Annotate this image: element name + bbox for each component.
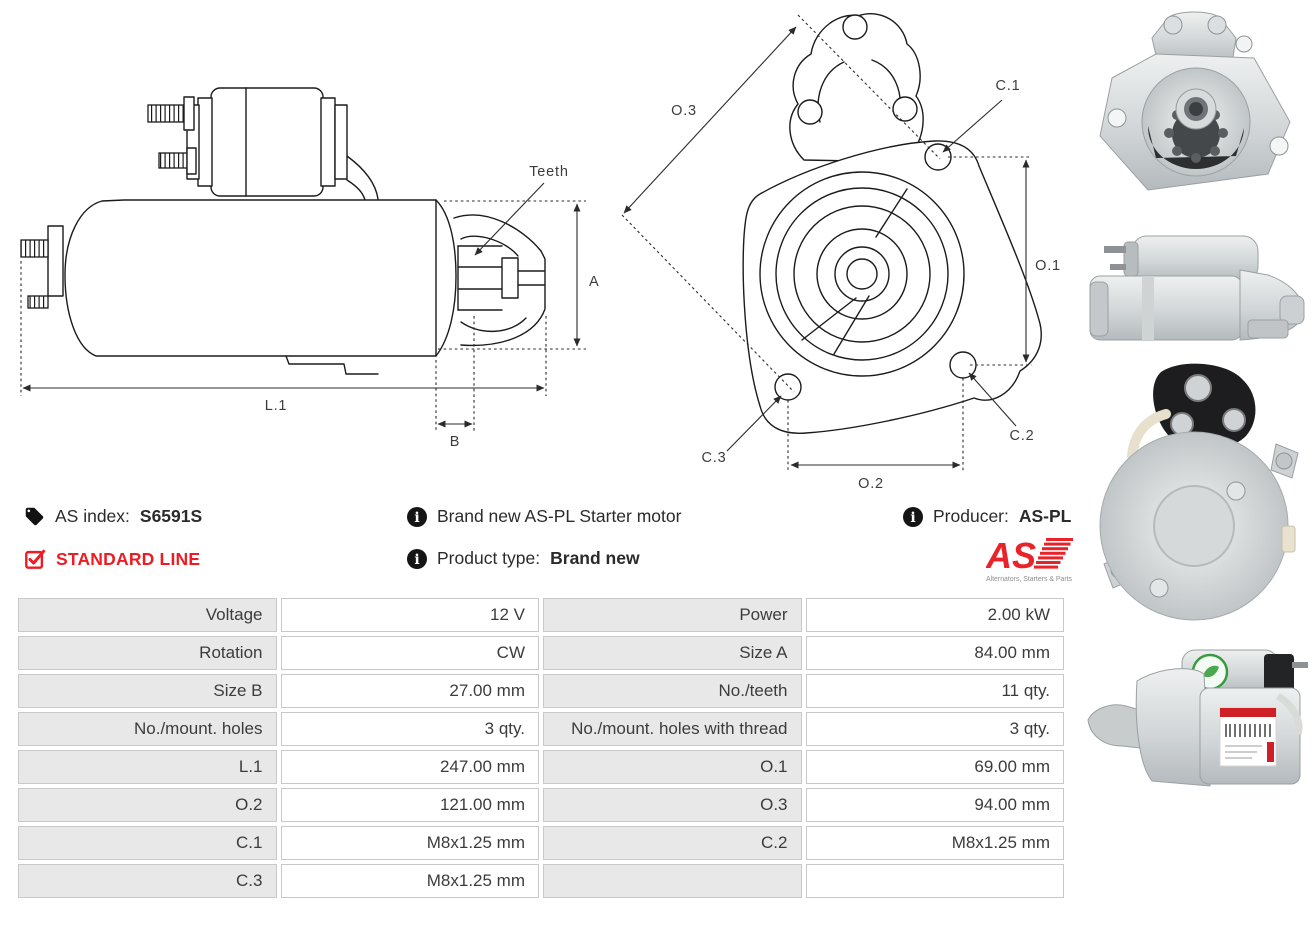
spec-label-cell: No./teeth — [543, 674, 802, 708]
logo-text: AS — [986, 535, 1036, 576]
logo-tagline: Alternators, Starters & Parts — [986, 574, 1072, 583]
checked-checkbox-icon — [25, 549, 46, 569]
product-type-value: Brand new — [550, 548, 640, 568]
front-view-dimensions: O.3 C.1 O.1 C.2 O.2 C.3 — [621, 14, 1061, 492]
motor-body-outline — [20, 199, 437, 375]
spec-label-cell: No./mount. holes — [18, 712, 277, 746]
as-index-line: AS index: S6591S — [24, 506, 202, 527]
spec-value-cell: M8x1.25 mm — [280, 826, 539, 860]
product-type-line: i Product type: Brand new — [407, 548, 640, 569]
spec-label-cell — [543, 864, 802, 898]
dim-label-teeth: Teeth — [529, 164, 568, 180]
spec-value-cell: 247.00 mm — [280, 750, 539, 784]
standard-line-label: STANDARD LINE — [56, 548, 201, 569]
spec-label-cell: O.2 — [18, 788, 277, 822]
spec-value-cell: CW — [280, 636, 539, 670]
as-pl-logo: AS Alternators, Starters & Parts — [986, 535, 1073, 583]
spec-value-cell: 121.00 mm — [280, 788, 539, 822]
spec-label-cell: C.1 — [18, 826, 277, 860]
product-photo-rear[interactable] — [1086, 358, 1304, 630]
product-type-label: Product type: — [437, 548, 541, 568]
solenoid-outline — [147, 87, 379, 201]
spec-label-cell: Size A — [543, 636, 802, 670]
spec-label-cell: Voltage — [18, 598, 277, 632]
mounting-flange-outline — [742, 140, 1042, 434]
producer-label: Producer: — [933, 506, 1009, 526]
top-bracket-outline — [789, 13, 924, 163]
spec-label-cell: L.1 — [18, 750, 277, 784]
dim-label-b: B — [450, 434, 460, 450]
dim-label-a: A — [589, 274, 599, 290]
spec-label-cell: O.1 — [543, 750, 802, 784]
spec-value-cell: 27.00 mm — [280, 674, 539, 708]
product-photo-front[interactable] — [1086, 6, 1304, 212]
drive-end-outline — [435, 199, 546, 357]
info-icon: i — [407, 506, 427, 527]
svg-text:i: i — [910, 510, 915, 526]
dim-label-o1: O.1 — [1035, 258, 1061, 274]
dim-label-l1: L.1 — [265, 398, 288, 414]
spec-value-cell: 3 qty. — [805, 712, 1064, 746]
as-index-value: S6591S — [139, 506, 203, 526]
product-photo-labeled[interactable] — [1082, 636, 1312, 800]
spec-label-cell: No./mount. holes with thread — [543, 712, 802, 746]
dim-label-c2: C.2 — [1010, 428, 1035, 444]
spec-value-cell: 12 V — [280, 598, 539, 632]
front-view-technical-drawing: O.3 C.1 O.1 C.2 O.2 C.3 — [621, 13, 1061, 492]
dim-label-o2: O.2 — [858, 476, 884, 492]
as-index-label: AS index: — [55, 506, 130, 526]
dim-label-c1: C.1 — [996, 78, 1021, 94]
side-view-technical-drawing: A Teeth L.1 B — [20, 87, 599, 450]
spec-value-cell: M8x1.25 mm — [805, 826, 1064, 860]
spec-value-cell: 2.00 kW — [805, 598, 1064, 632]
spec-value-cell: 84.00 mm — [805, 636, 1064, 670]
spec-label-cell: O.3 — [543, 788, 802, 822]
spec-value-cell: 94.00 mm — [805, 788, 1064, 822]
side-view-dimensions: A Teeth L.1 B — [20, 164, 599, 450]
producer-value: AS-PL — [1018, 506, 1072, 526]
spec-label-cell: C.2 — [543, 826, 802, 860]
producer-line: i Producer: AS-PL — [903, 506, 1071, 527]
product-line-badge: STANDARD LINE — [24, 548, 200, 570]
spec-value-cell: 11 qty. — [805, 674, 1064, 708]
dim-label-o3: O.3 — [671, 103, 697, 119]
spec-value-cell: M8x1.25 mm — [280, 864, 539, 898]
spec-label-cell: Rotation — [18, 636, 277, 670]
product-photo-side[interactable] — [1082, 220, 1312, 354]
spec-label-cell: C.3 — [18, 864, 277, 898]
tag-icon — [25, 507, 44, 526]
description-text: Brand new AS-PL Starter motor — [437, 506, 682, 526]
spec-value-cell: 3 qty. — [280, 712, 539, 746]
svg-text:i: i — [414, 552, 419, 568]
spec-label-cell: Power — [543, 598, 802, 632]
spec-label-cell: Size B — [18, 674, 277, 708]
info-icon: i — [407, 548, 427, 569]
svg-text:i: i — [414, 510, 419, 526]
spec-value-cell — [805, 864, 1064, 898]
spec-value-cell: 69.00 mm — [805, 750, 1064, 784]
dim-label-c3: C.3 — [702, 450, 727, 466]
description-line: i Brand new AS-PL Starter motor — [407, 506, 681, 527]
info-icon: i — [903, 506, 923, 527]
